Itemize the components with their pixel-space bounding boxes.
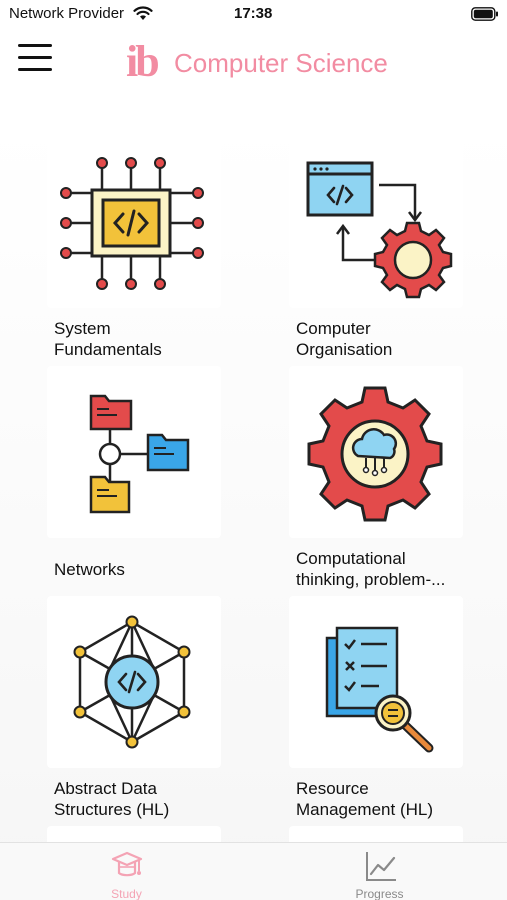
topic-card-partial[interactable] xyxy=(47,826,221,846)
folder-network-icon xyxy=(89,394,190,514)
topic-card-system-fundamentals[interactable]: System Fundamentals xyxy=(47,136,221,362)
clock-time: 17:38 xyxy=(234,5,273,22)
topic-label-line1: Resource xyxy=(296,779,369,798)
tab-bar: Study Progress xyxy=(0,842,507,900)
topic-card-computer-organisation[interactable]: Computer Organisation xyxy=(289,136,463,362)
cloud-gear-icon xyxy=(307,386,443,522)
topic-label-line1: Abstract Data xyxy=(54,779,157,798)
topic-tile xyxy=(289,366,463,538)
line-chart-icon xyxy=(366,852,396,881)
topic-label-line1: System xyxy=(54,319,111,338)
wifi-icon xyxy=(133,6,153,20)
topic-card-partial[interactable] xyxy=(289,826,463,846)
menu-line xyxy=(18,44,52,47)
status-bar: Network Provider 17:38 xyxy=(0,0,507,28)
ib-logo: ib xyxy=(126,37,160,86)
code-window-gear-icon xyxy=(306,161,453,299)
topic-tile xyxy=(289,596,463,768)
topic-tile xyxy=(289,136,463,308)
tab-progress-label: Progress xyxy=(355,887,404,900)
menu-line xyxy=(18,56,52,59)
topic-label-line2: thinking, problem-... xyxy=(296,570,446,589)
carrier-name: Network Provider xyxy=(9,5,125,22)
topic-label-line2: Networks xyxy=(54,560,125,579)
topic-card-abstract-data-structures[interactable]: Abstract Data Structures (HL) xyxy=(47,596,221,822)
graduation-cap-icon xyxy=(111,851,143,877)
checklist-magnifier-icon xyxy=(325,626,434,753)
tab-progress[interactable]: Progress xyxy=(253,843,506,900)
app-title: Computer Science xyxy=(174,48,388,78)
topic-label-line1: Computer xyxy=(296,319,371,338)
hexagon-network-icon xyxy=(73,615,191,749)
topic-tile xyxy=(47,366,221,538)
menu-line xyxy=(18,68,52,71)
topic-card-networks[interactable]: Networks xyxy=(47,366,221,592)
topic-label-line2: Organisation xyxy=(296,340,393,359)
nav-header: ib Computer Science xyxy=(0,28,507,94)
topic-card-computational-thinking[interactable]: Computational thinking, problem-... xyxy=(289,366,463,592)
tab-study-label: Study xyxy=(111,887,142,900)
topic-label-line1: Computational xyxy=(296,549,406,568)
topic-label-line2: Fundamentals xyxy=(54,340,162,359)
hamburger-menu-button[interactable] xyxy=(18,44,52,74)
battery-icon xyxy=(471,7,498,21)
topic-card-resource-management[interactable]: Resource Management (HL) xyxy=(289,596,463,822)
cpu-chip-icon xyxy=(60,157,204,290)
topic-tile xyxy=(47,596,221,768)
topic-label-line2: Structures (HL) xyxy=(54,800,170,819)
topic-label-line2: Management (HL) xyxy=(296,800,434,819)
tab-study[interactable]: Study xyxy=(0,843,253,900)
topic-tile xyxy=(47,136,221,308)
